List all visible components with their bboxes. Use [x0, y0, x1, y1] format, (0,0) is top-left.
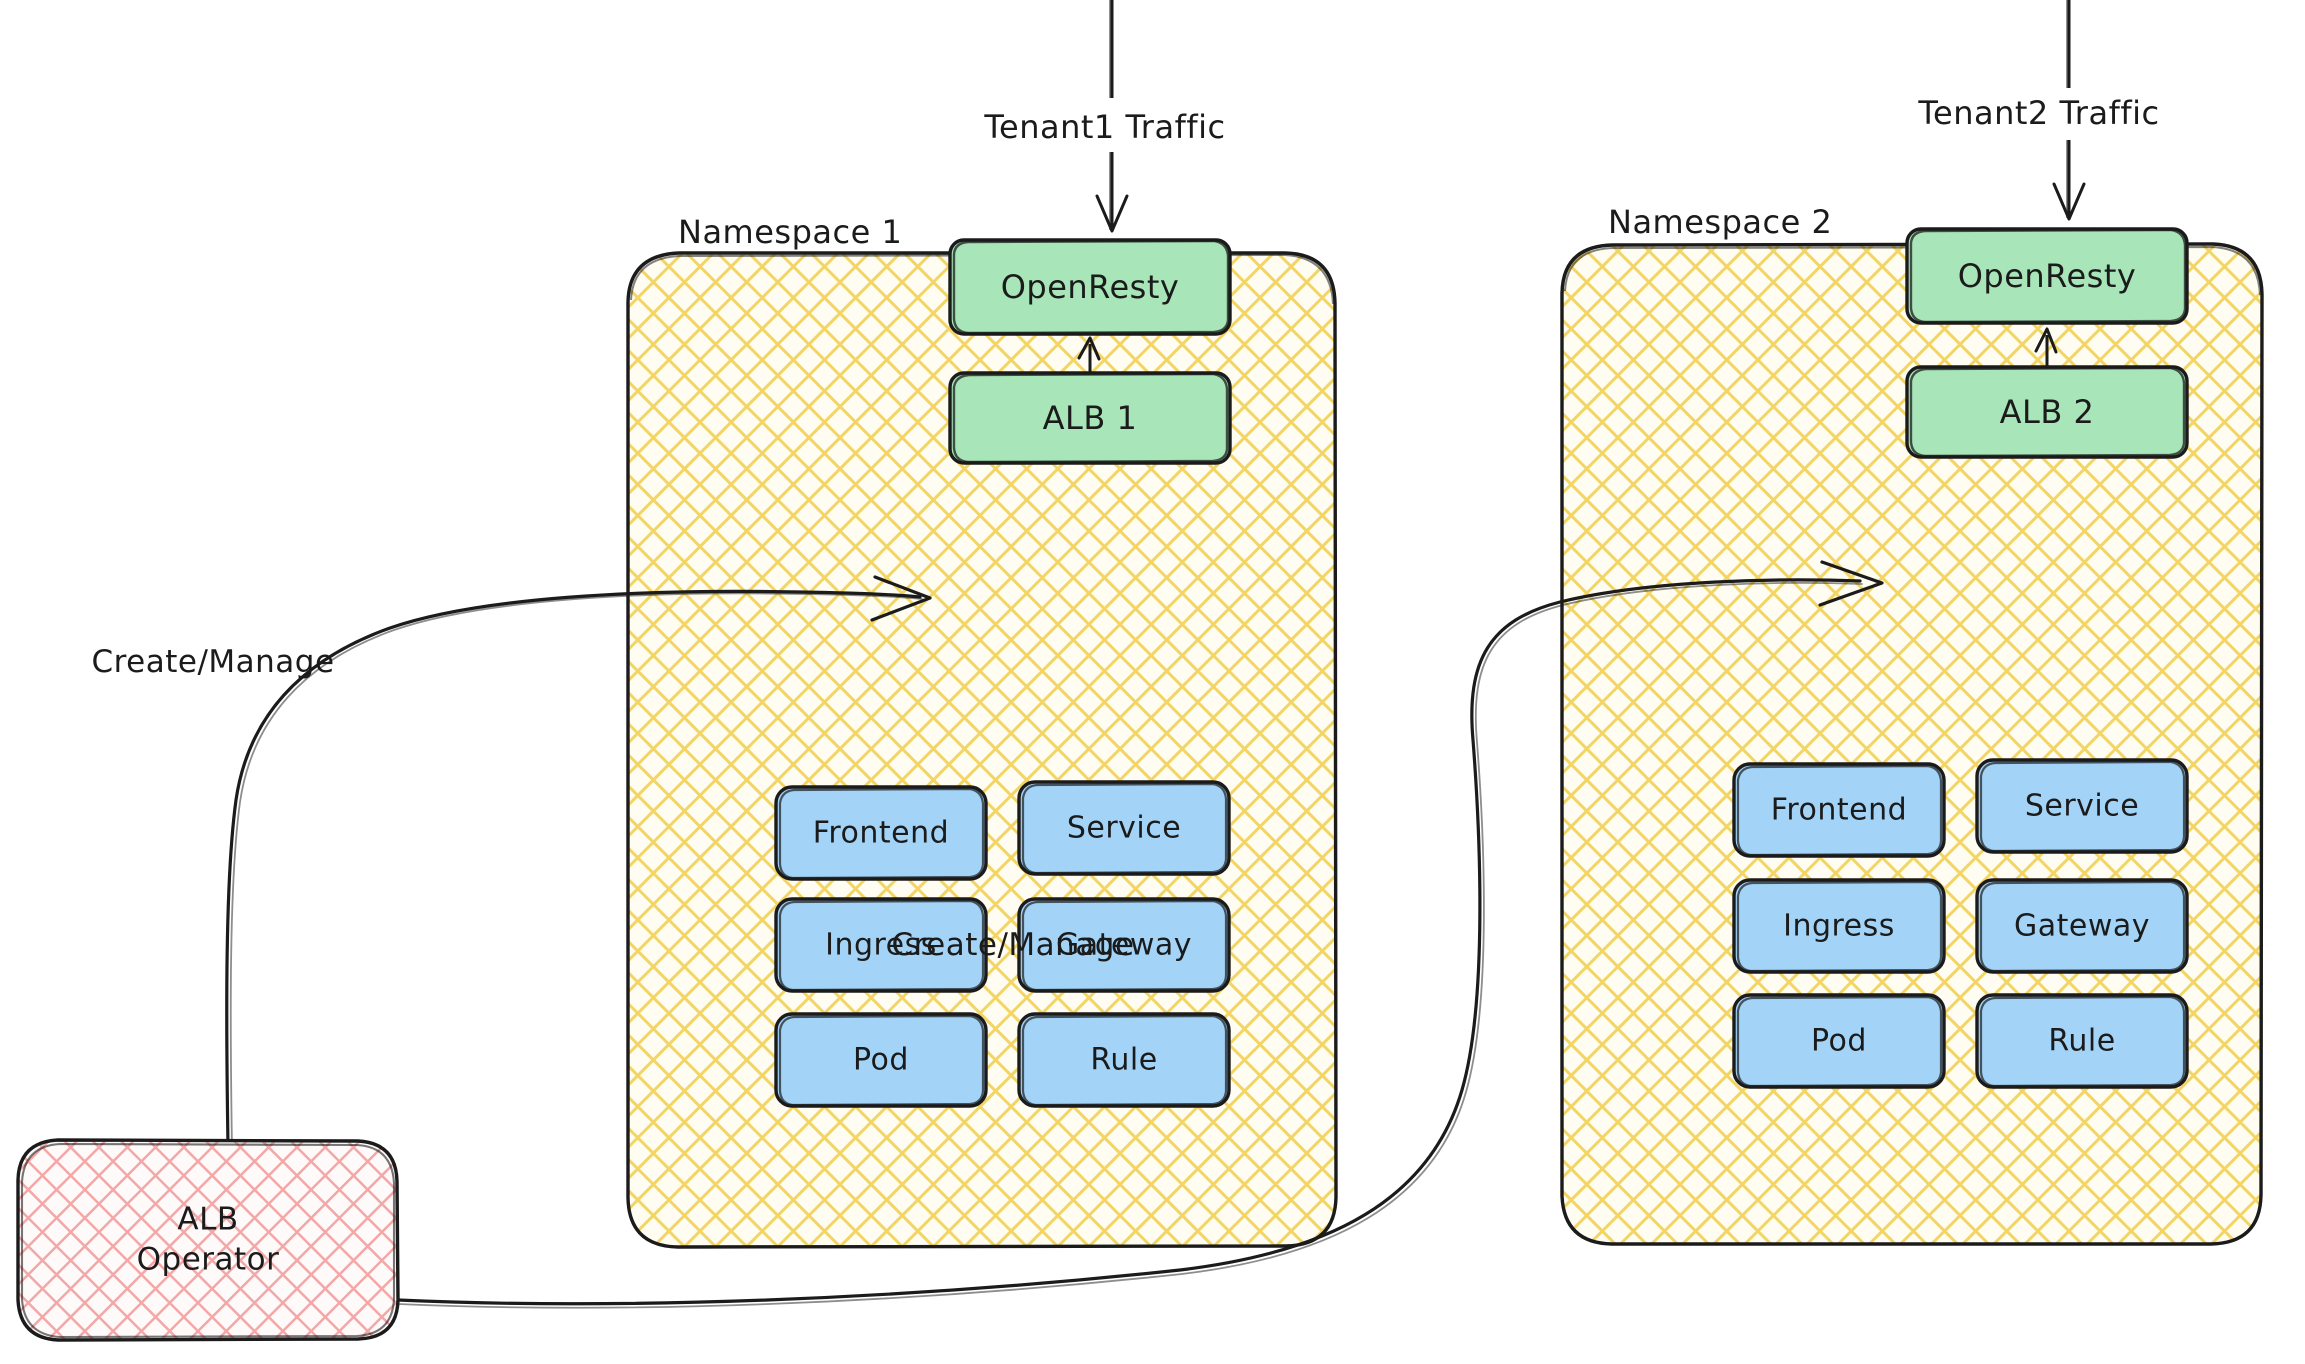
resource-box-rule-1[interactable]: [1017, 1012, 1231, 1108]
edge-operator-to-alb1: [225, 575, 932, 1149]
resource-box-gateway-2[interactable]: [1975, 878, 2189, 974]
resource-box-ingress-1[interactable]: [774, 897, 988, 993]
node-openresty-1[interactable]: [948, 238, 1232, 336]
node-openresty-2[interactable]: [1905, 227, 2189, 325]
tenant1-traffic-arrow: [1095, 0, 1129, 233]
tenant2-traffic-arrow: [2052, 0, 2086, 221]
edge-alb1-to-openresty1: [1077, 336, 1101, 372]
edge-alb2-to-openresty2: [2034, 327, 2058, 366]
node-alb-operator[interactable]: [16, 1138, 400, 1342]
resource-box-gateway-1[interactable]: [1017, 897, 1231, 993]
node-alb-2[interactable]: [1905, 365, 2189, 459]
resource-box-service-1[interactable]: [1017, 780, 1231, 876]
resource-box-frontend-1[interactable]: [774, 785, 988, 881]
resource-box-service-2[interactable]: [1975, 758, 2189, 854]
resource-box-ingress-2[interactable]: [1732, 878, 1946, 974]
resource-box-frontend-2[interactable]: [1732, 762, 1946, 858]
edge-operator-to-alb2: [396, 560, 1884, 1309]
node-alb-1[interactable]: [948, 371, 1232, 465]
resource-box-pod-2[interactable]: [1732, 993, 1946, 1089]
resource-box-pod-1[interactable]: [774, 1012, 988, 1108]
resource-box-rule-2[interactable]: [1975, 993, 2189, 1089]
